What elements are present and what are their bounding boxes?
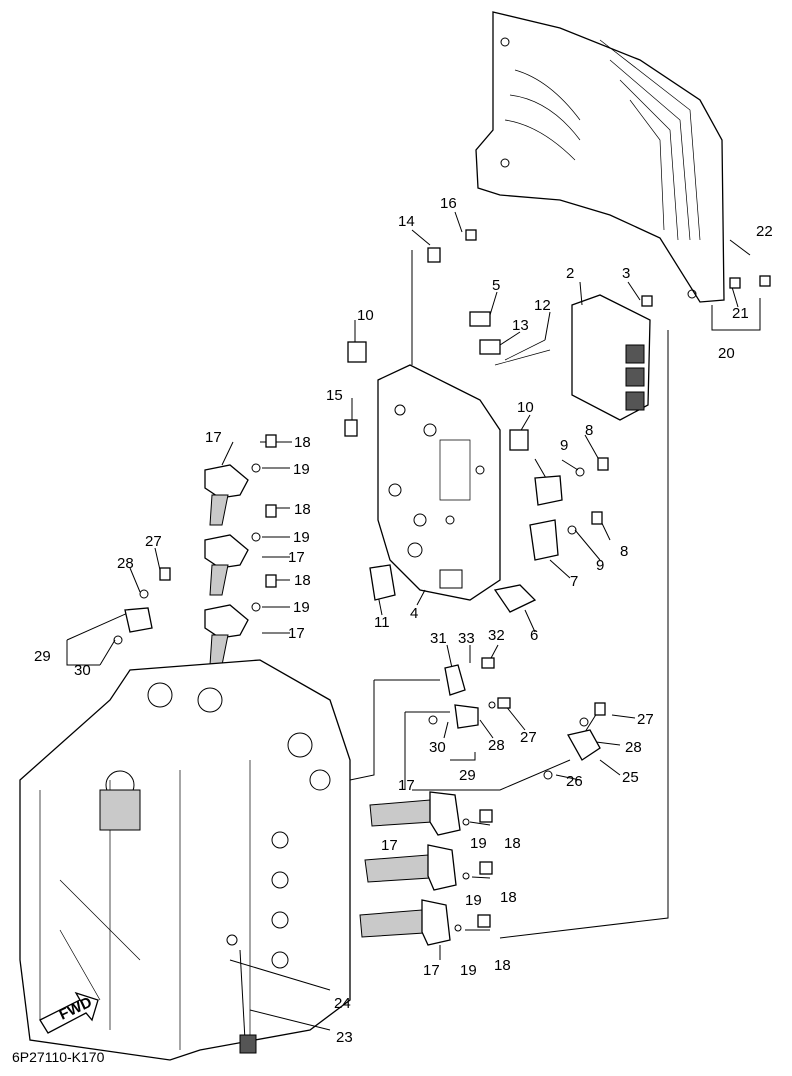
callout-9: 9 [560, 437, 568, 454]
callout-18-c: 18 [294, 572, 311, 589]
callout-30-a: 30 [74, 662, 91, 679]
callout-4: 4 [410, 605, 418, 622]
callout-10: 10 [357, 307, 374, 324]
ignition-coil-left-1 [204, 464, 249, 526]
callout-14: 14 [398, 213, 415, 230]
leader-lines [66, 211, 761, 1041]
ignition-coil-right-3 [359, 899, 451, 946]
callout-32: 32 [488, 627, 505, 644]
callout-8b: 8 [620, 543, 628, 560]
callout-20: 20 [718, 345, 735, 362]
callout-18-e: 18 [500, 889, 517, 906]
callout-28-b: 28 [488, 737, 505, 754]
callout-27-b: 27 [520, 729, 537, 746]
callout-25: 25 [622, 769, 639, 786]
callout-15: 15 [326, 387, 343, 404]
callout-31: 31 [430, 630, 447, 647]
callout-3: 3 [622, 265, 630, 282]
callout-23: 23 [336, 1029, 353, 1046]
callout-19-a: 19 [293, 461, 310, 478]
hardware [113, 229, 771, 1054]
callout-29-b: 29 [459, 767, 476, 784]
ignition-cover [475, 11, 725, 303]
callout-17-b: 17 [288, 549, 305, 566]
callout-19-d: 19 [470, 835, 487, 852]
callout-24: 24 [334, 995, 351, 1012]
callout-22: 22 [756, 223, 773, 240]
callout-8: 8 [585, 422, 593, 439]
callout-17-f: 17 [423, 962, 440, 979]
callout-12: 12 [534, 297, 551, 314]
ignition-bracket-plate [377, 364, 501, 601]
callouts: 2 3 4 5 6 7 8 8 9 9 10 10 11 12 13 14 15… [34, 195, 773, 1046]
callout-29-a: 29 [34, 648, 51, 665]
callout-9b: 9 [596, 557, 604, 574]
callout-11: 11 [374, 614, 390, 631]
callout-18-b: 18 [294, 501, 311, 518]
callout-26: 26 [566, 773, 583, 790]
callout-33: 33 [458, 630, 475, 647]
callout-7: 7 [570, 573, 578, 590]
diagram-code: 6P27110-K170 [12, 1049, 105, 1065]
callout-17-c: 17 [288, 625, 305, 642]
callout-30-b: 30 [429, 739, 446, 756]
callout-10b: 10 [517, 399, 534, 416]
ignition-coil-right-2 [364, 844, 457, 891]
callout-19-f: 19 [460, 962, 477, 979]
callout-18-f: 18 [494, 957, 511, 974]
callout-19-b: 19 [293, 529, 310, 546]
callout-28-a: 28 [117, 555, 134, 572]
callout-19-e: 19 [465, 892, 482, 909]
callout-19-c: 19 [293, 599, 310, 616]
callout-2: 2 [566, 265, 574, 282]
callout-21: 21 [732, 305, 749, 322]
callout-27-a: 27 [145, 533, 162, 550]
callout-5: 5 [492, 277, 500, 294]
callout-13: 13 [512, 317, 529, 334]
callout-16: 16 [440, 195, 457, 212]
ignition-coil-right-1 [369, 791, 461, 836]
callout-6: 6 [530, 627, 538, 644]
callout-17-d: 17 [398, 777, 415, 794]
callout-18-a: 18 [294, 434, 311, 451]
ecm-unit [571, 294, 651, 421]
callout-18-d: 18 [504, 835, 521, 852]
ignition-coil-left-2 [204, 534, 249, 596]
callout-17-a: 17 [205, 429, 222, 446]
callout-27-c: 27 [637, 711, 654, 728]
callout-28-c: 28 [625, 739, 642, 756]
callout-17-e: 17 [381, 837, 398, 854]
ignition-coil-left-3 [204, 604, 249, 666]
engine-block [19, 659, 351, 1061]
